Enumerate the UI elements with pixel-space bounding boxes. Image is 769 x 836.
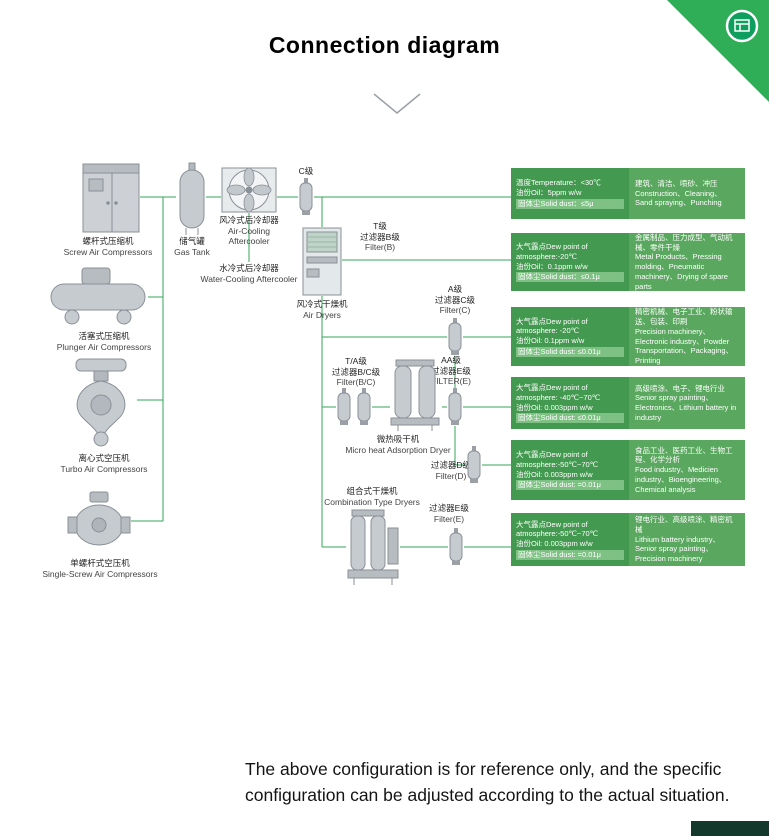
screw-compressor-icon <box>82 163 140 233</box>
spec-cell-2: 大气露点Dew point of atmosphere:-20℃ 油份Oil：0… <box>511 233 629 291</box>
spec-row-6: 大气露点Dew point of atmosphere:-50℃~70℃ 油份O… <box>511 513 745 566</box>
label-filter-b: T级 过滤器B级 Filter(B) <box>360 221 400 253</box>
spec-row-4: 大气露点Dew point of atmosphere: -40℃~70℃ 油份… <box>511 377 745 429</box>
spec-cell-1: 温度Temperature：<30℃ 油份Oil：5ppm w/w 固体尘Sol… <box>511 168 629 219</box>
filter-icon-c <box>448 318 462 355</box>
applications-cell-2: 金属制品、压力成型、气动机械、零件干燥 Metal Products、Press… <box>629 233 745 291</box>
spec-row-5: 大气露点Dew point of atmosphere:-50℃~70℃ 油份O… <box>511 440 745 500</box>
spec-row-1: 温度Temperature：<30℃ 油份Oil：5ppm w/w 固体尘Sol… <box>511 168 745 219</box>
spec-row-3: 大气露点Dew point of atmosphere: -20℃ 油份Oil:… <box>511 307 745 366</box>
page-title: Connection diagram <box>268 32 501 58</box>
single-screw-compressor-icon <box>67 491 131 546</box>
combination-dryer-icon <box>347 509 399 585</box>
label-screw-compressor: 螺杆式压缩机 Screw Air Compressors <box>63 236 153 257</box>
spec-cell-6: 大气露点Dew point of atmosphere:-50℃~70℃ 油份O… <box>511 513 629 566</box>
label-grade-c: C级 <box>298 166 314 176</box>
label-filter-c: A级 过滤器C级 Filter(C) <box>434 284 476 316</box>
adsorption-dryer-icon <box>390 359 440 431</box>
label-filter-e-aa: AA级 过滤器E级 FILTER(E) <box>431 355 471 387</box>
filter-icon-e <box>449 528 463 565</box>
label-single-screw-compressor: 单螺杆式空压机 Single-Screw Air Compressors <box>42 558 158 579</box>
filter-icon-inlet <box>299 178 313 215</box>
label-gas-tank: 储气罐 Gas Tank <box>174 236 210 257</box>
spec-cell-5: 大气露点Dew point of atmosphere:-50℃~70℃ 油份O… <box>511 440 629 500</box>
label-filter-d: 过滤器D级 Filter(D) <box>430 460 472 481</box>
bottom-right-strip <box>691 821 769 836</box>
spec-row-2: 大气露点Dew point of atmosphere:-20℃ 油份Oil：0… <box>511 233 745 291</box>
filter-icon-d <box>467 446 481 483</box>
disclaimer-text: The above configuration is for reference… <box>245 759 730 806</box>
label-turbo-compressor: 离心式空压机 Turbo Air Compressors <box>60 453 148 474</box>
chevron-down-icon <box>373 93 421 114</box>
applications-cell-6: 锂电行业、高级喷涂、精密机械 Lithium battery industry、… <box>629 513 745 566</box>
filter-icon-e-aa <box>448 388 462 425</box>
label-air-cooling-aftercooler: 风冷式后冷却器 Air-Cooling Aftercooler <box>219 215 279 247</box>
spec-cell-4: 大气露点Dew point of atmosphere: -40℃~70℃ 油份… <box>511 377 629 429</box>
applications-cell-4: 高级喷涂、电子、锂电行业 Senior spray painting、Elect… <box>629 377 745 429</box>
label-air-dryer: 风冷式干燥机 Air Dryers <box>296 299 348 320</box>
air-dryer-icon <box>302 227 342 296</box>
label-filter-e: 过滤器E级 Filter(E) <box>429 503 469 524</box>
filter-icon-bc-1 <box>337 388 351 425</box>
label-filter-bc: T/A级 过滤器B/C级 Filter(B/C) <box>331 356 381 388</box>
label-adsorption-dryer: 微热吸干机 Micro heat Adsorption Dryer <box>345 434 451 455</box>
applications-cell-1: 建筑、清洁、喷砂、冲压 Construction、Cleaning、Sand s… <box>629 168 745 219</box>
corner-logo-icon <box>725 9 759 43</box>
label-combination-dryer: 组合式干燥机 Combination Type Dryers <box>324 486 420 507</box>
applications-cell-3: 精密机械、电子工业、粉状输送、包装、印刷 Precision machinery… <box>629 307 745 366</box>
air-cooling-aftercooler-icon <box>221 167 277 213</box>
label-water-cooling-aftercooler: 水冷式后冷却器 Water-Cooling Aftercooler <box>200 263 298 284</box>
plunger-compressor-icon <box>50 267 146 325</box>
applications-cell-5: 食品工业、医药工业、生物工程、化学分析 Food industry、Medici… <box>629 440 745 500</box>
turbo-compressor-icon <box>75 358 127 447</box>
spec-cell-3: 大气露点Dew point of atmosphere: -20℃ 油份Oil:… <box>511 307 629 366</box>
filter-icon-bc-2 <box>357 388 371 425</box>
label-plunger-compressor: 活塞式压缩机 Plunger Air Compressors <box>56 331 152 352</box>
gas-tank-icon <box>179 162 205 235</box>
